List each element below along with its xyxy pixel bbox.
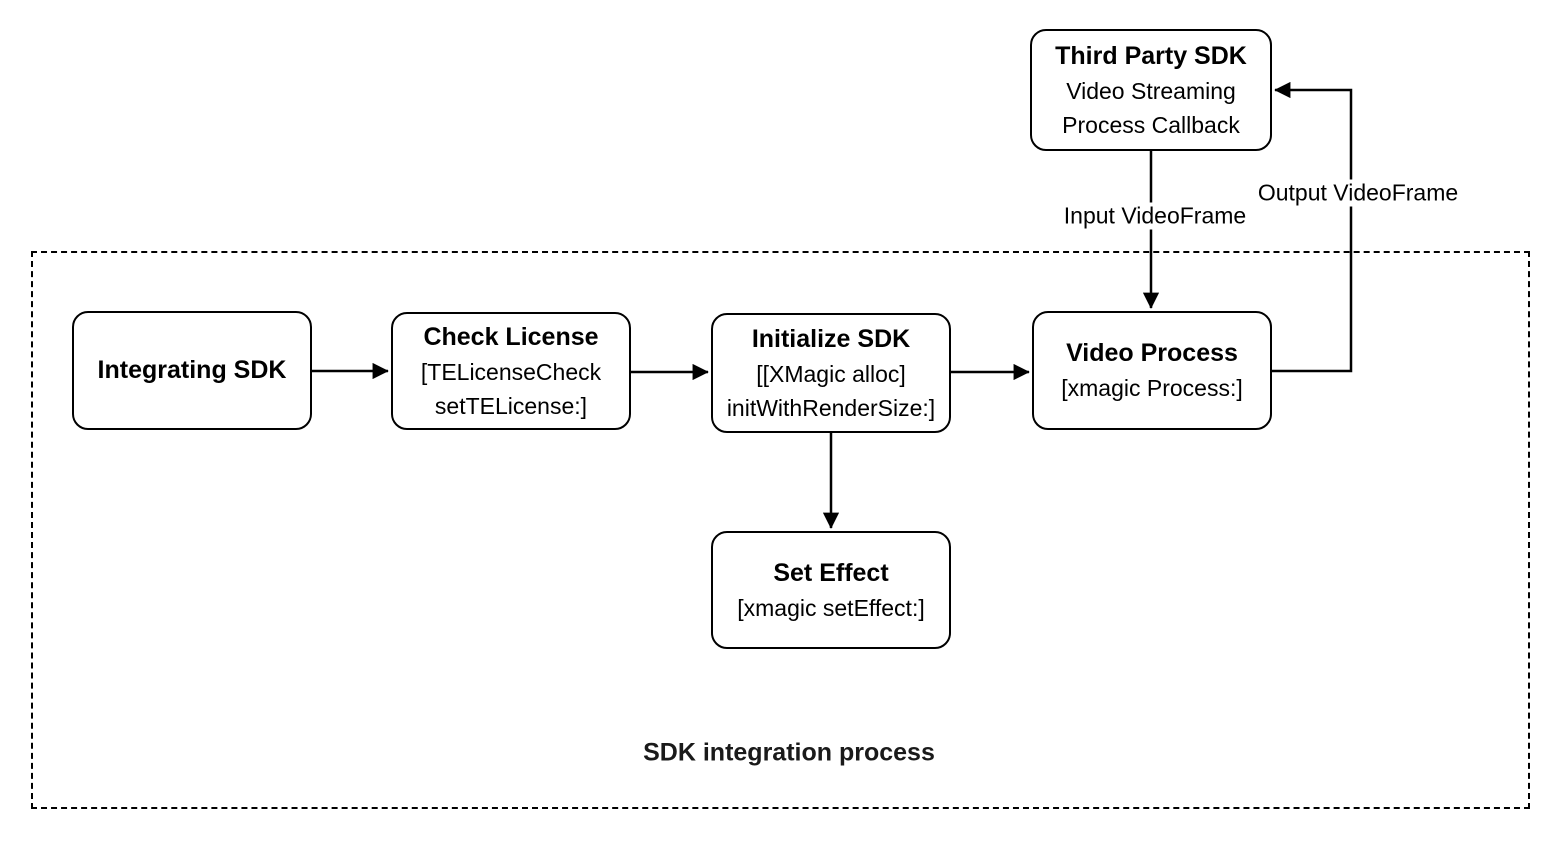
- node-set-effect: Set Effect [xmagic setEffect:]: [711, 531, 951, 649]
- node-initialize-sdk: Initialize SDK [[XMagic alloc] initWithR…: [711, 313, 951, 433]
- node-title: Video Process: [1066, 339, 1238, 367]
- node-title: Check License: [423, 322, 599, 351]
- edge-label-input-videoframe: Input VideoFrame: [1059, 202, 1251, 230]
- node-check-license: Check License [TELicenseCheck setTELicen…: [391, 312, 631, 430]
- node-third-party-sdk: Third Party SDK Video Streaming Process …: [1030, 29, 1272, 151]
- edge-label-output-videoframe: Output VideoFrame: [1253, 179, 1463, 207]
- sdk-integration-boundary: [31, 251, 1530, 809]
- node-title: Integrating SDK: [97, 356, 287, 384]
- node-title: Third Party SDK: [1055, 41, 1247, 70]
- node-subtitle: [TELicenseCheck: [420, 358, 602, 385]
- node-subtitle: [xmagic setEffect:]: [737, 594, 925, 621]
- node-title: Set Effect: [773, 558, 889, 587]
- node-subtitle: initWithRenderSize:]: [726, 394, 936, 421]
- node-subtitle: Video Streaming: [1066, 77, 1236, 104]
- node-subtitle: setTELicense:]: [434, 392, 588, 419]
- node-subtitle: [xmagic Process:]: [1061, 375, 1243, 401]
- diagram-caption: SDK integration process: [643, 738, 935, 767]
- node-title: Initialize SDK: [751, 324, 911, 353]
- node-subtitle: [[XMagic alloc]: [756, 360, 906, 387]
- node-subtitle: Process Callback: [1062, 111, 1240, 138]
- node-video-process: Video Process [xmagic Process:]: [1032, 311, 1272, 430]
- node-integrating-sdk: Integrating SDK: [72, 311, 312, 430]
